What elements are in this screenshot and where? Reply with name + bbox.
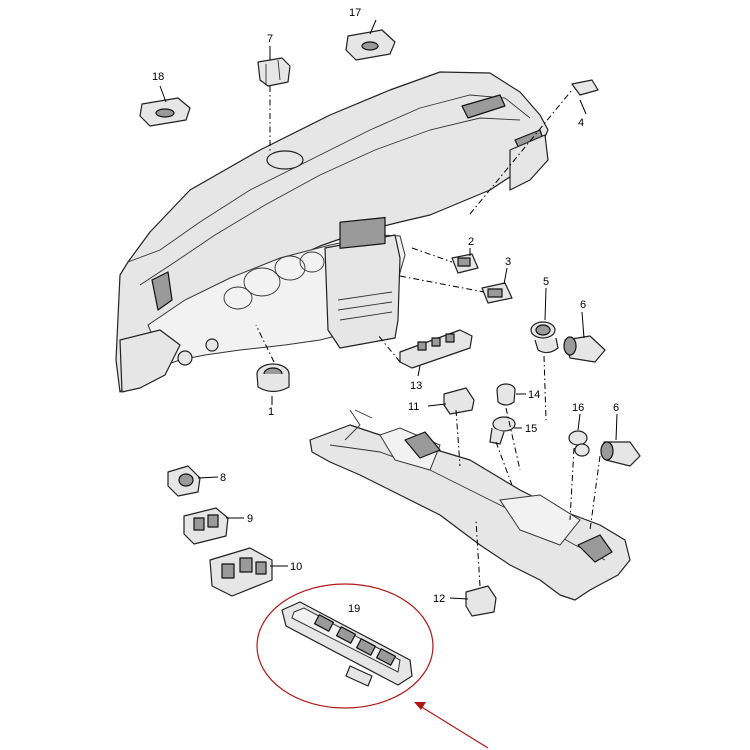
part-5-socket [530, 321, 559, 354]
highlight-ellipse [256, 583, 434, 709]
part-6-lighter-lower [600, 441, 641, 467]
part-7-bracket [257, 57, 291, 87]
part-9-switch-panel [183, 507, 229, 545]
part-14-socket [496, 383, 516, 406]
highlight-arrow [419, 705, 489, 749]
part-13-trim-strip [399, 329, 473, 369]
leader-lines [159, 19, 618, 600]
callout-10: 10 [290, 561, 302, 573]
callout-labels: 1 2 3 4 5 6 6 7 8 9 10 11 12 13 14 15 16… [152, 7, 619, 615]
dashboard-panel [115, 71, 549, 393]
part-10-switch-block [209, 547, 273, 597]
part-1-ring [256, 363, 290, 393]
callout-13: 13 [410, 380, 422, 392]
callout-17: 17 [349, 7, 361, 19]
part-8-knob [167, 465, 201, 497]
part-6-lighter-upper [563, 335, 606, 363]
part-19-switch-panel [281, 601, 413, 687]
callout-3: 3 [505, 256, 511, 268]
highlight-arrowhead [414, 702, 426, 710]
callout-6-upper: 6 [580, 299, 586, 311]
part-11-switch [443, 387, 475, 415]
part-15-socket [489, 416, 516, 445]
dashed-leader-lines [255, 86, 601, 587]
callout-18: 18 [152, 71, 164, 83]
callout-7: 7 [267, 33, 273, 45]
callout-5: 5 [543, 276, 549, 288]
part-2-switch [451, 253, 479, 274]
part-16-cover [568, 430, 590, 457]
callout-19: 19 [348, 603, 360, 615]
callout-15: 15 [525, 423, 537, 435]
part-18-bracket [139, 97, 191, 127]
part-12-switch [465, 585, 497, 617]
part-3-switch [481, 282, 513, 304]
callout-11: 11 [408, 401, 419, 413]
callout-2: 2 [468, 236, 474, 248]
callout-8: 8 [220, 472, 226, 484]
callout-12: 12 [433, 593, 445, 605]
callout-6-lower: 6 [613, 402, 619, 414]
part-17-bracket [345, 29, 396, 61]
callout-1: 1 [268, 406, 274, 418]
callout-14: 14 [528, 389, 540, 401]
callout-16: 16 [572, 402, 584, 414]
callout-4: 4 [578, 117, 584, 129]
callout-9: 9 [247, 513, 253, 525]
highlight-annotation [256, 583, 489, 749]
part-4-clip [571, 79, 599, 96]
center-console [309, 409, 631, 601]
